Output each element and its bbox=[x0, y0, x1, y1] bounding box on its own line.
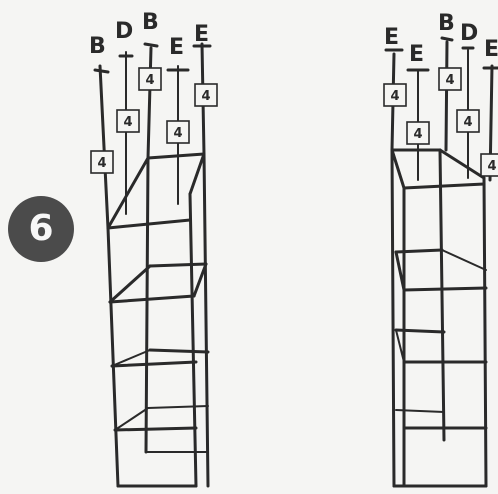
right-part-label-e-front: E bbox=[384, 25, 399, 50]
left-part-label-e-mid: E bbox=[169, 35, 184, 60]
svg-text:4: 4 bbox=[445, 73, 454, 88]
right-part-label-e-edge: E bbox=[484, 37, 498, 62]
right-quantity-box-5: 4 bbox=[480, 153, 498, 177]
left-part-label-b-inner: B bbox=[142, 10, 159, 35]
svg-text:4: 4 bbox=[463, 115, 472, 130]
right-quantity-box-3: 4 bbox=[438, 67, 462, 91]
svg-text:4: 4 bbox=[413, 127, 422, 142]
right-quantity-box-2: 4 bbox=[406, 121, 430, 145]
left-shelf-frame bbox=[93, 42, 212, 488]
left-quantity-box-2: 4 bbox=[116, 109, 140, 133]
right-part-label-b: B bbox=[438, 11, 455, 36]
right-quantity-box-1: 4 bbox=[383, 83, 407, 107]
svg-text:4: 4 bbox=[173, 126, 182, 141]
left-part-label-e-front: E bbox=[194, 22, 209, 47]
left-quantity-box-3: 4 bbox=[138, 67, 162, 91]
right-shelf-frame bbox=[384, 36, 498, 488]
svg-text:4: 4 bbox=[145, 73, 154, 88]
left-quantity-box-5: 4 bbox=[194, 83, 218, 107]
svg-text:4: 4 bbox=[201, 89, 210, 104]
step-number: 6 bbox=[28, 208, 54, 249]
svg-text:4: 4 bbox=[487, 159, 496, 174]
left-quantity-box-1: 4 bbox=[90, 150, 114, 174]
left-quantity-box-4: 4 bbox=[166, 120, 190, 144]
svg-text:4: 4 bbox=[390, 89, 399, 104]
svg-text:4: 4 bbox=[97, 156, 106, 171]
left-part-label-d: D bbox=[115, 19, 133, 44]
right-part-label-e-mid: E bbox=[409, 42, 424, 67]
right-part-label-d: D bbox=[460, 21, 478, 46]
right-quantity-box-4: 4 bbox=[456, 109, 480, 133]
svg-text:4: 4 bbox=[123, 115, 132, 130]
left-part-label-b-outer: B bbox=[89, 34, 106, 59]
step-number-badge: 6 bbox=[8, 196, 74, 262]
